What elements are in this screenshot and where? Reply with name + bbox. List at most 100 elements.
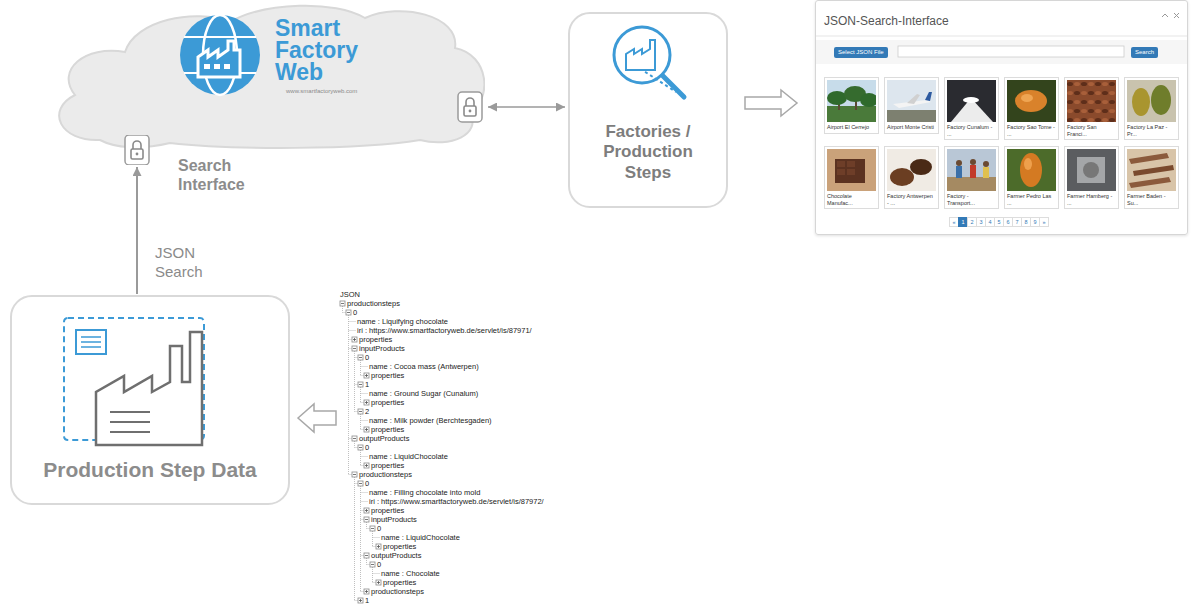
tree-guide bbox=[367, 564, 371, 565]
tree-guide bbox=[355, 384, 359, 385]
photo-shape bbox=[1074, 109, 1080, 113]
thumbnail-card: Factory Antwerpen - ... bbox=[884, 146, 939, 209]
lock-body bbox=[131, 149, 143, 159]
tree-line: 0 bbox=[353, 308, 357, 317]
toggle-sign bbox=[371, 528, 374, 529]
tree-line: properties bbox=[371, 425, 404, 434]
toggle-sign bbox=[359, 411, 362, 412]
tree-guide bbox=[349, 330, 357, 331]
photo-shape bbox=[1102, 109, 1108, 113]
toggle-box bbox=[364, 463, 369, 468]
toggle-box bbox=[352, 472, 357, 477]
lock-keyhole bbox=[469, 110, 472, 113]
tree-line: name : Ground Sugar (Cunalum) bbox=[369, 389, 478, 398]
lock-shackle bbox=[133, 141, 141, 149]
photo-shape bbox=[1067, 82, 1073, 86]
photo-shape bbox=[1109, 109, 1115, 113]
tree-line: productionsteps bbox=[347, 299, 400, 308]
process-box: Factories / Production Steps bbox=[568, 12, 728, 208]
photo-shape bbox=[963, 97, 979, 103]
photo-shape bbox=[1102, 100, 1108, 104]
photo-shape bbox=[1095, 91, 1101, 95]
tree-guide bbox=[349, 348, 353, 349]
globe-disc bbox=[180, 15, 260, 95]
magnifier-handle bbox=[663, 76, 684, 97]
thumbnail-caption: Airport El Cerrejo bbox=[827, 124, 876, 131]
tree-line: productionsteps bbox=[359, 470, 412, 479]
photo-shape bbox=[1007, 80, 1056, 122]
photo-shape bbox=[1095, 82, 1101, 86]
toggle-box bbox=[364, 589, 369, 594]
toggle-box bbox=[358, 382, 363, 387]
file-input bbox=[898, 46, 1124, 57]
toggle-sign bbox=[359, 483, 362, 484]
thumbnail-card: Airport El Cerrejo bbox=[824, 77, 879, 134]
tree-guide bbox=[372, 567, 373, 583]
thumbnail-image bbox=[1067, 149, 1116, 191]
tree-guide bbox=[348, 315, 349, 475]
page-link: » bbox=[1039, 217, 1049, 227]
tree-toggle bbox=[364, 553, 369, 558]
photo-shape bbox=[947, 149, 996, 191]
photo-shape bbox=[1088, 82, 1094, 86]
document-lines bbox=[81, 337, 101, 347]
tree-line: 0 bbox=[365, 443, 369, 452]
tree-toggle bbox=[352, 337, 357, 342]
photo-shape bbox=[1129, 177, 1171, 188]
factory-glyph bbox=[626, 40, 655, 70]
tree-toggle bbox=[352, 346, 357, 351]
tree-toggle bbox=[364, 400, 369, 405]
photo-shape bbox=[1095, 118, 1101, 122]
tree-line: 0 bbox=[365, 353, 369, 362]
photo-shape bbox=[860, 93, 876, 107]
photo-shape bbox=[1109, 118, 1115, 122]
tree-line: JSON bbox=[340, 290, 360, 299]
photo-shape bbox=[1074, 100, 1080, 104]
toggle-box bbox=[358, 445, 363, 450]
photo-shape bbox=[835, 159, 865, 183]
photo-shape bbox=[1067, 118, 1073, 122]
photo-shape bbox=[887, 149, 936, 191]
tree-line: properties bbox=[371, 371, 404, 380]
tree-toggle bbox=[364, 463, 369, 468]
toggle-sign bbox=[353, 438, 356, 439]
photo-shape bbox=[1081, 100, 1087, 104]
cloud-node: Smart Factory Webwww.smartfactoryweb.com bbox=[30, 0, 485, 170]
photo-shape bbox=[947, 80, 996, 122]
photo-shape bbox=[837, 161, 845, 167]
tree-guide bbox=[354, 441, 355, 448]
toggle-sign bbox=[359, 384, 362, 385]
toggle-box bbox=[352, 436, 357, 441]
tree-line: properties bbox=[359, 335, 392, 344]
thumbnail-caption: Factory Antwerpen - ... bbox=[887, 193, 936, 206]
thumbnail-caption: Factory - Transport... bbox=[947, 193, 996, 206]
photo-shape bbox=[887, 80, 936, 122]
button: Select JSON File bbox=[834, 47, 888, 58]
node-title: Search bbox=[1135, 49, 1154, 56]
tree-guide bbox=[361, 402, 365, 403]
tree-toggle bbox=[364, 373, 369, 378]
tree-toggle bbox=[364, 427, 369, 432]
tree-line: name : Liquifying chocolate bbox=[357, 317, 448, 326]
toggle-sign bbox=[365, 374, 368, 377]
lock-icon: Search Interface bbox=[124, 135, 150, 165]
tree-line: inputProducts bbox=[371, 515, 417, 524]
lock-symbol bbox=[125, 135, 149, 165]
app-window: JSON-Search-InterfaceSelect JSON FileSea… bbox=[815, 0, 1188, 235]
tree-line: 2 bbox=[365, 407, 369, 416]
tree-guide bbox=[360, 387, 361, 403]
title-separator bbox=[816, 36, 1187, 37]
tree-guide bbox=[355, 357, 359, 358]
lock-frame bbox=[458, 92, 482, 122]
photo-shape bbox=[1102, 82, 1108, 86]
tree-guide bbox=[366, 558, 367, 565]
tree-toggle bbox=[352, 472, 357, 477]
connector-arrow bbox=[488, 106, 565, 108]
toggle-sign bbox=[365, 428, 368, 431]
photo-shape bbox=[1132, 88, 1150, 116]
lock-keyhole bbox=[136, 153, 139, 156]
lock-shackle bbox=[466, 98, 474, 106]
tree-guide bbox=[355, 483, 359, 484]
thumbnail-caption: Factory Cunalum - ... bbox=[947, 124, 996, 137]
hollow-arrow bbox=[298, 404, 336, 432]
